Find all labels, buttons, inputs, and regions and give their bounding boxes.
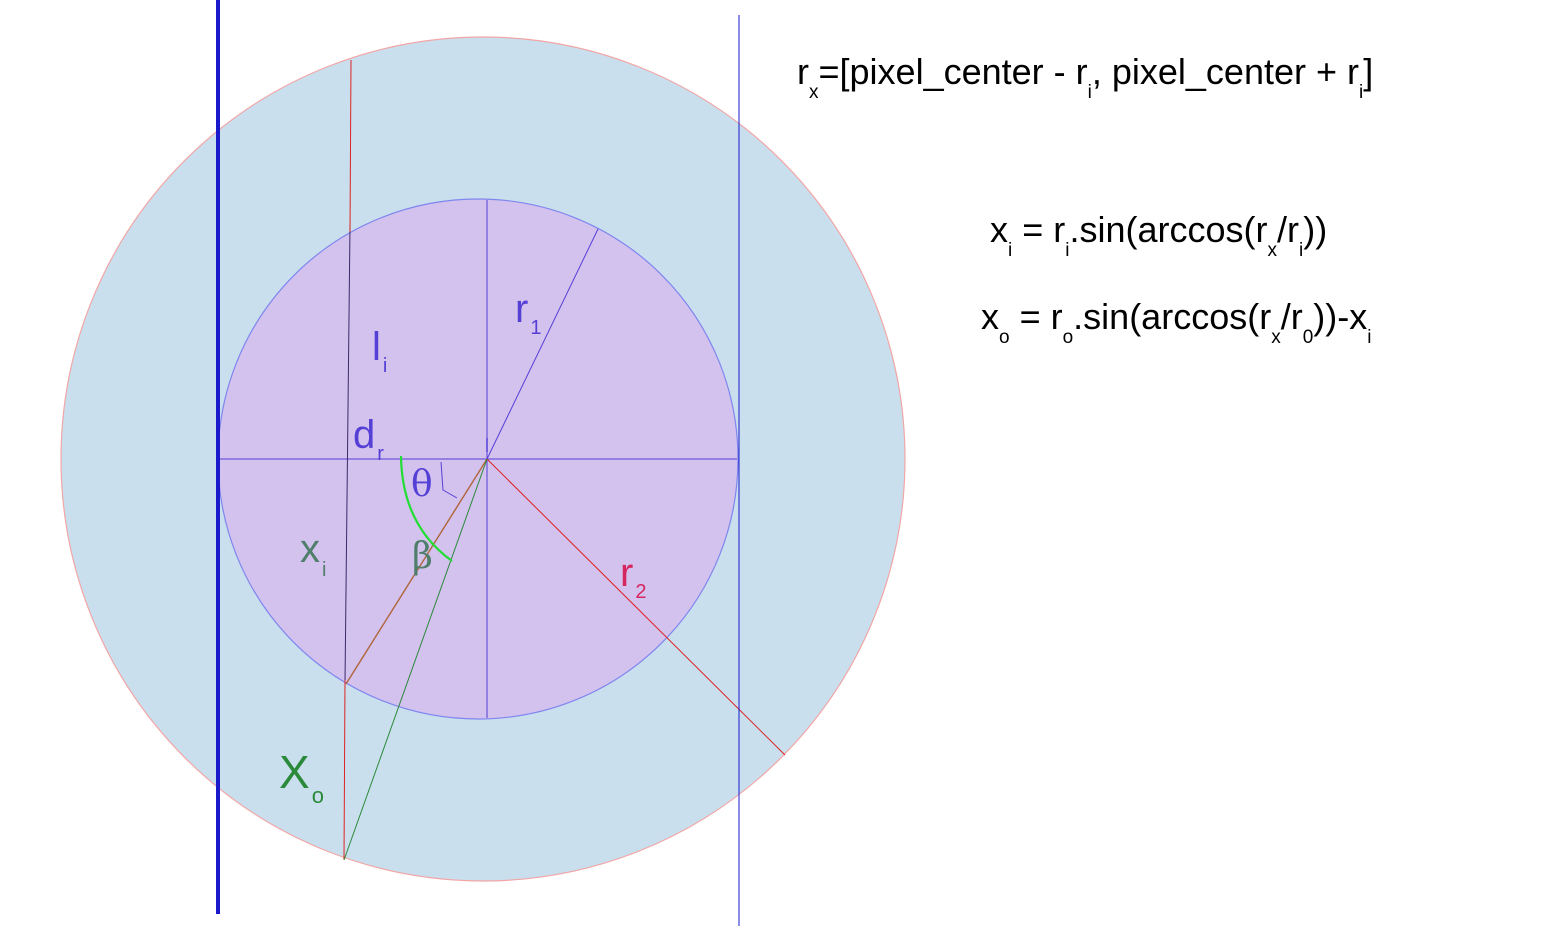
- red-chord-top: [349, 59, 352, 233]
- red-chord-bottom: [343, 679, 346, 861]
- xo-formula: xo = ro.sin(arccos(rx/r0))-xi: [981, 296, 1372, 348]
- inner-chord-line: [344, 225, 351, 683]
- rx-formula: rx=[pixel_center - ri, pixel_center + ri…: [797, 51, 1374, 103]
- theta-label: θ: [411, 464, 433, 505]
- theta-angle-marker: [440, 461, 458, 499]
- r2-radius-line: [486, 458, 786, 756]
- r1-radius-line: [486, 228, 599, 460]
- xo-label: Xo: [279, 746, 324, 808]
- beta-label: β: [412, 536, 433, 577]
- beta-angle-arc: [399, 455, 453, 562]
- center-to-outer-point-line: [343, 458, 488, 861]
- xi-formula: xi = ri.sin(arccos(rx/ri)): [990, 209, 1328, 261]
- center-to-inner-point-line: [345, 458, 488, 685]
